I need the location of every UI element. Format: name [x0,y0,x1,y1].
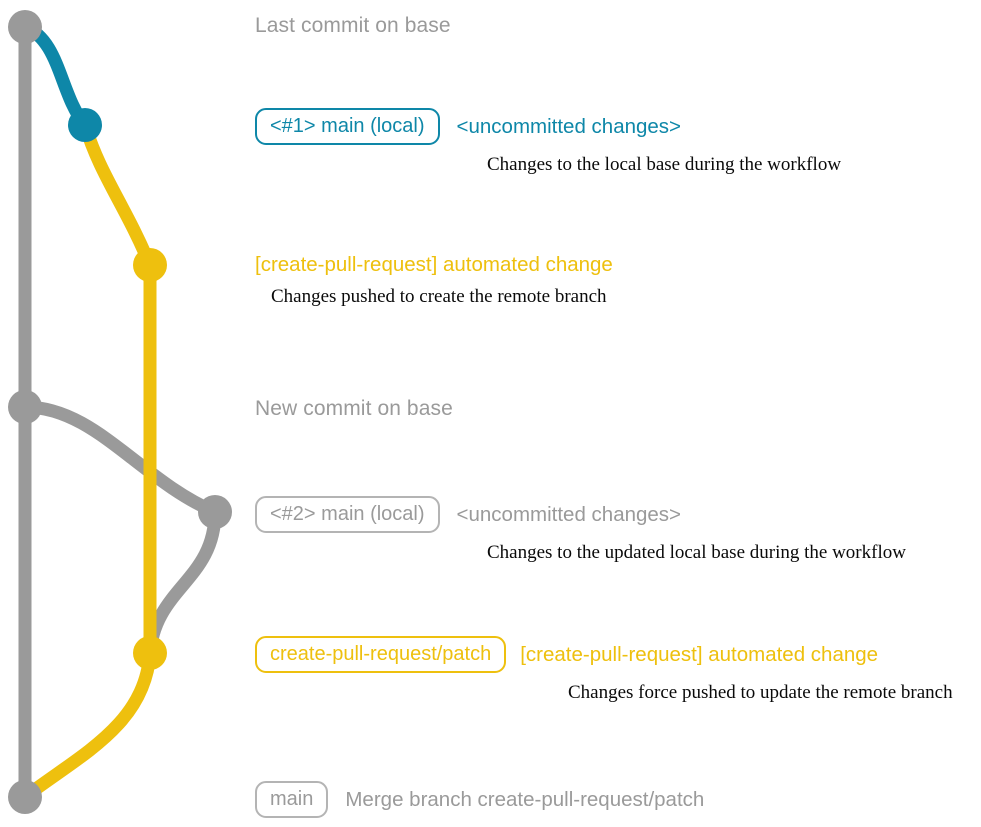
ref-badge-create-pull-request-patch[interactable]: create-pull-request/patch [255,636,507,673]
row-patch-2: create-pull-request/patch [create-pull-r… [255,636,953,704]
row-last-commit: Last commit on base [255,13,451,38]
row-local-1: <#1> main (local) <uncommitted changes> … [255,108,841,176]
ref-line-merge: main Merge branch create-pull-request/pa… [255,781,704,818]
commit-subject-local-2: <uncommitted changes> [456,502,682,526]
ref-line-local-2: <#2> main (local) <uncommitted changes> [255,496,906,533]
commit-subject-merge: Merge branch create-pull-request/patch [345,787,705,811]
headline-last-commit: Last commit on base [255,14,451,37]
ref-badge-main-local-1[interactable]: <#1> main (local) [255,108,440,145]
ref-badge-main[interactable]: main [255,781,329,818]
commit-subject-local-1: <uncommitted changes> [456,114,682,138]
row-local-2: <#2> main (local) <uncommitted changes> … [255,496,906,564]
commit-description-local-1: Changes to the local base during the wor… [487,154,842,175]
commit-description-patch-1: Changes pushed to create the remote bran… [271,286,607,307]
row-new-commit: New commit on base [255,396,453,421]
row-merge: main Merge branch create-pull-request/pa… [255,781,704,818]
commit-description-patch-2: Changes force pushed to update the remot… [568,682,953,703]
ref-badge-main-local-2[interactable]: <#2> main (local) [255,496,440,533]
commit-description-local-2: Changes to the updated local base during… [487,542,906,563]
headline-new-commit: New commit on base [255,397,453,420]
ref-line-local-1: <#1> main (local) <uncommitted changes> [255,108,841,145]
ref-line-patch-2: create-pull-request/patch [create-pull-r… [255,636,953,673]
commit-subject-patch-2: [create-pull-request] automated change [520,642,879,666]
row-patch-1: [create-pull-request] automated change C… [255,253,613,308]
commit-subject-patch-1: [create-pull-request] automated change [255,253,613,276]
